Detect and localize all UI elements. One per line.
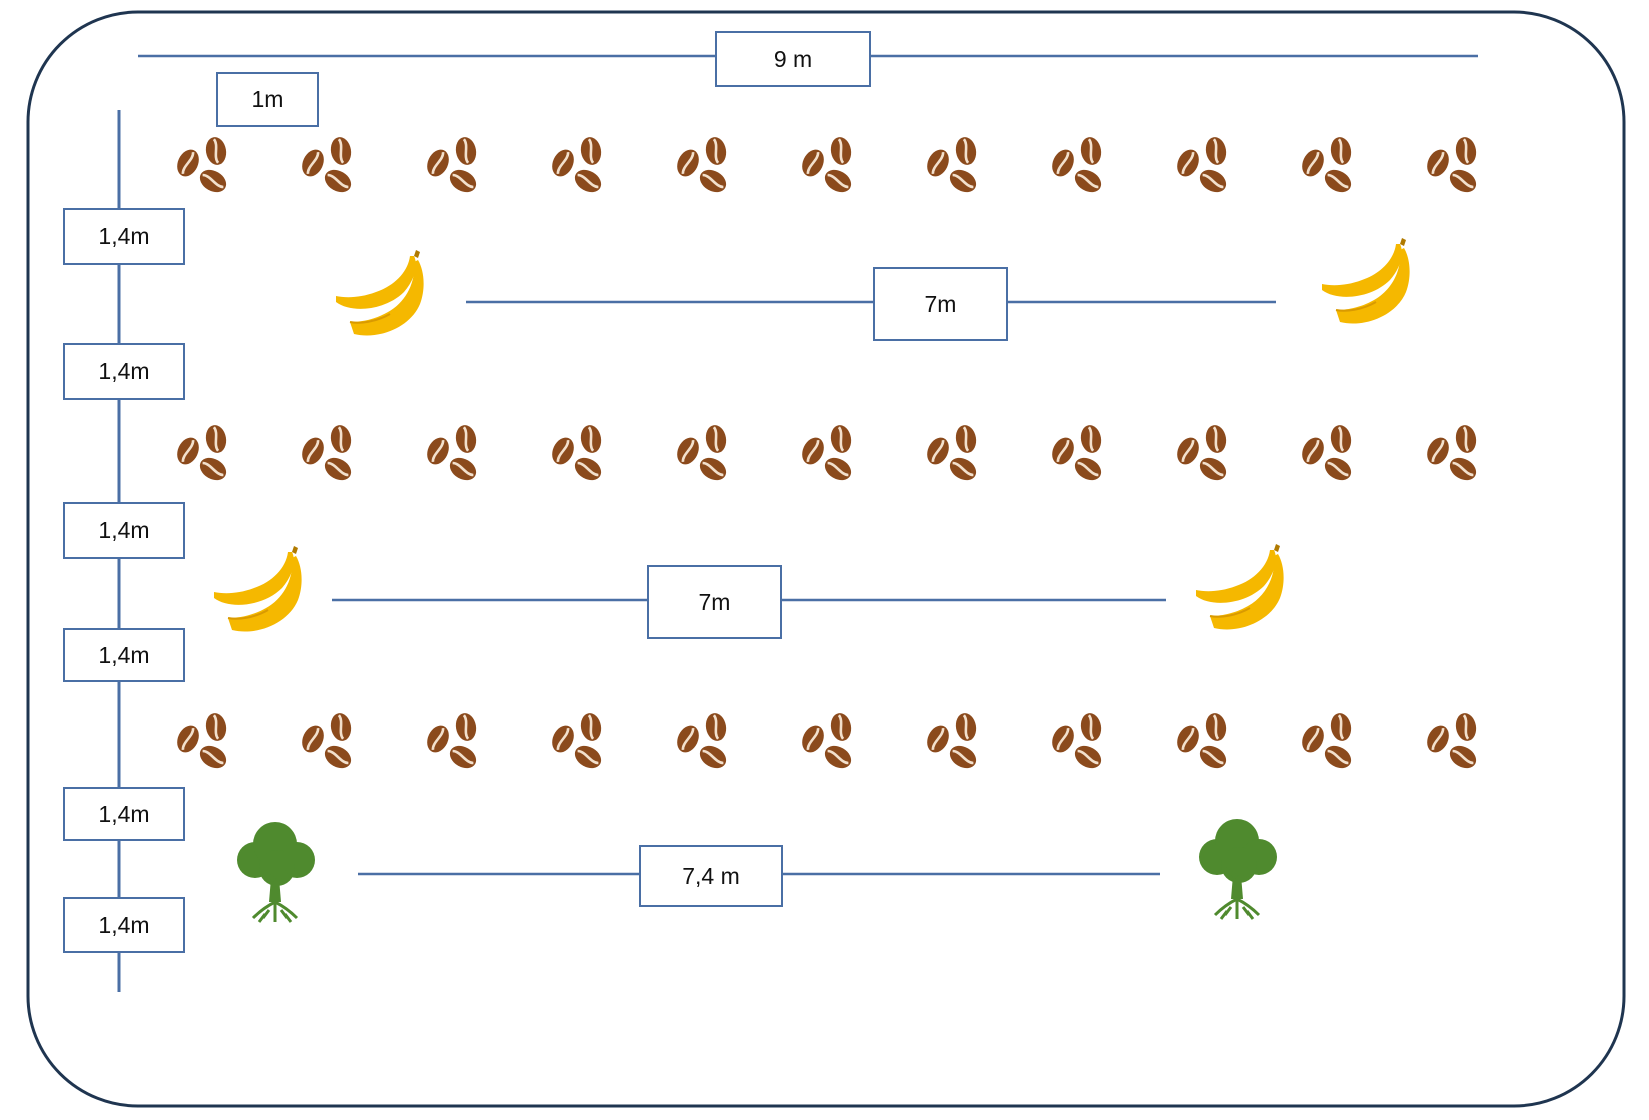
- tree-icon: [1197, 817, 1279, 921]
- coffee-beans-icon: [546, 134, 607, 198]
- coffee-plants: [171, 134, 1482, 774]
- row-spacing-label: 1,4m: [63, 208, 185, 265]
- row-spacing-label: 1,4m: [63, 897, 185, 953]
- coffee-beans-icon: [296, 422, 357, 486]
- coffee-beans-icon: [546, 710, 607, 774]
- coffee-beans-icon: [171, 134, 232, 198]
- coffee-beans-icon: [1421, 422, 1482, 486]
- total-width-label: 9 m: [715, 31, 871, 87]
- tree-icon: [235, 820, 317, 924]
- coffee-beans-icon: [671, 710, 732, 774]
- banana-icon: [1195, 543, 1285, 631]
- row-spacing-label: 1,4m: [63, 343, 185, 400]
- coffee-beans-icon: [1421, 710, 1482, 774]
- coffee-beans-icon: [921, 422, 982, 486]
- coffee-beans-icon: [1046, 134, 1107, 198]
- coffee-beans-icon: [671, 422, 732, 486]
- coffee-beans-icon: [921, 710, 982, 774]
- coffee-beans-icon: [421, 422, 482, 486]
- coffee-beans-icon: [1046, 422, 1107, 486]
- coffee-beans-icon: [1296, 134, 1357, 198]
- banana-spacing-label: 7m: [647, 565, 782, 639]
- coffee-beans-icon: [1171, 134, 1232, 198]
- coffee-beans-icon: [921, 134, 982, 198]
- coffee-beans-icon: [796, 710, 857, 774]
- coffee-beans-icon: [1046, 710, 1107, 774]
- tree-spacing-label: 7,4 m: [639, 845, 783, 907]
- coffee-beans-icon: [1421, 134, 1482, 198]
- coffee-beans-icon: [171, 422, 232, 486]
- row-spacing-label: 1,4m: [63, 787, 185, 841]
- coffee-beans-icon: [546, 422, 607, 486]
- coffee-beans-icon: [1171, 710, 1232, 774]
- row-spacing-label: 1,4m: [63, 502, 185, 559]
- coffee-beans-icon: [796, 422, 857, 486]
- banana-spacing-label: 7m: [873, 267, 1008, 341]
- coffee-beans-icon: [1171, 422, 1232, 486]
- coffee-beans-icon: [421, 134, 482, 198]
- coffee-beans-icon: [1296, 710, 1357, 774]
- coffee-beans-icon: [296, 134, 357, 198]
- edge-offset-label: 1m: [216, 72, 319, 127]
- coffee-beans-icon: [796, 134, 857, 198]
- banana-icon: [213, 545, 303, 633]
- coffee-beans-icon: [171, 710, 232, 774]
- banana-icon: [335, 249, 425, 337]
- plot-border: [26, 10, 1626, 1108]
- banana-icon: [1321, 237, 1411, 325]
- row-spacing-label: 1,4m: [63, 628, 185, 682]
- coffee-beans-icon: [671, 134, 732, 198]
- coffee-beans-icon: [296, 710, 357, 774]
- coffee-beans-icon: [1296, 422, 1357, 486]
- coffee-beans-icon: [421, 710, 482, 774]
